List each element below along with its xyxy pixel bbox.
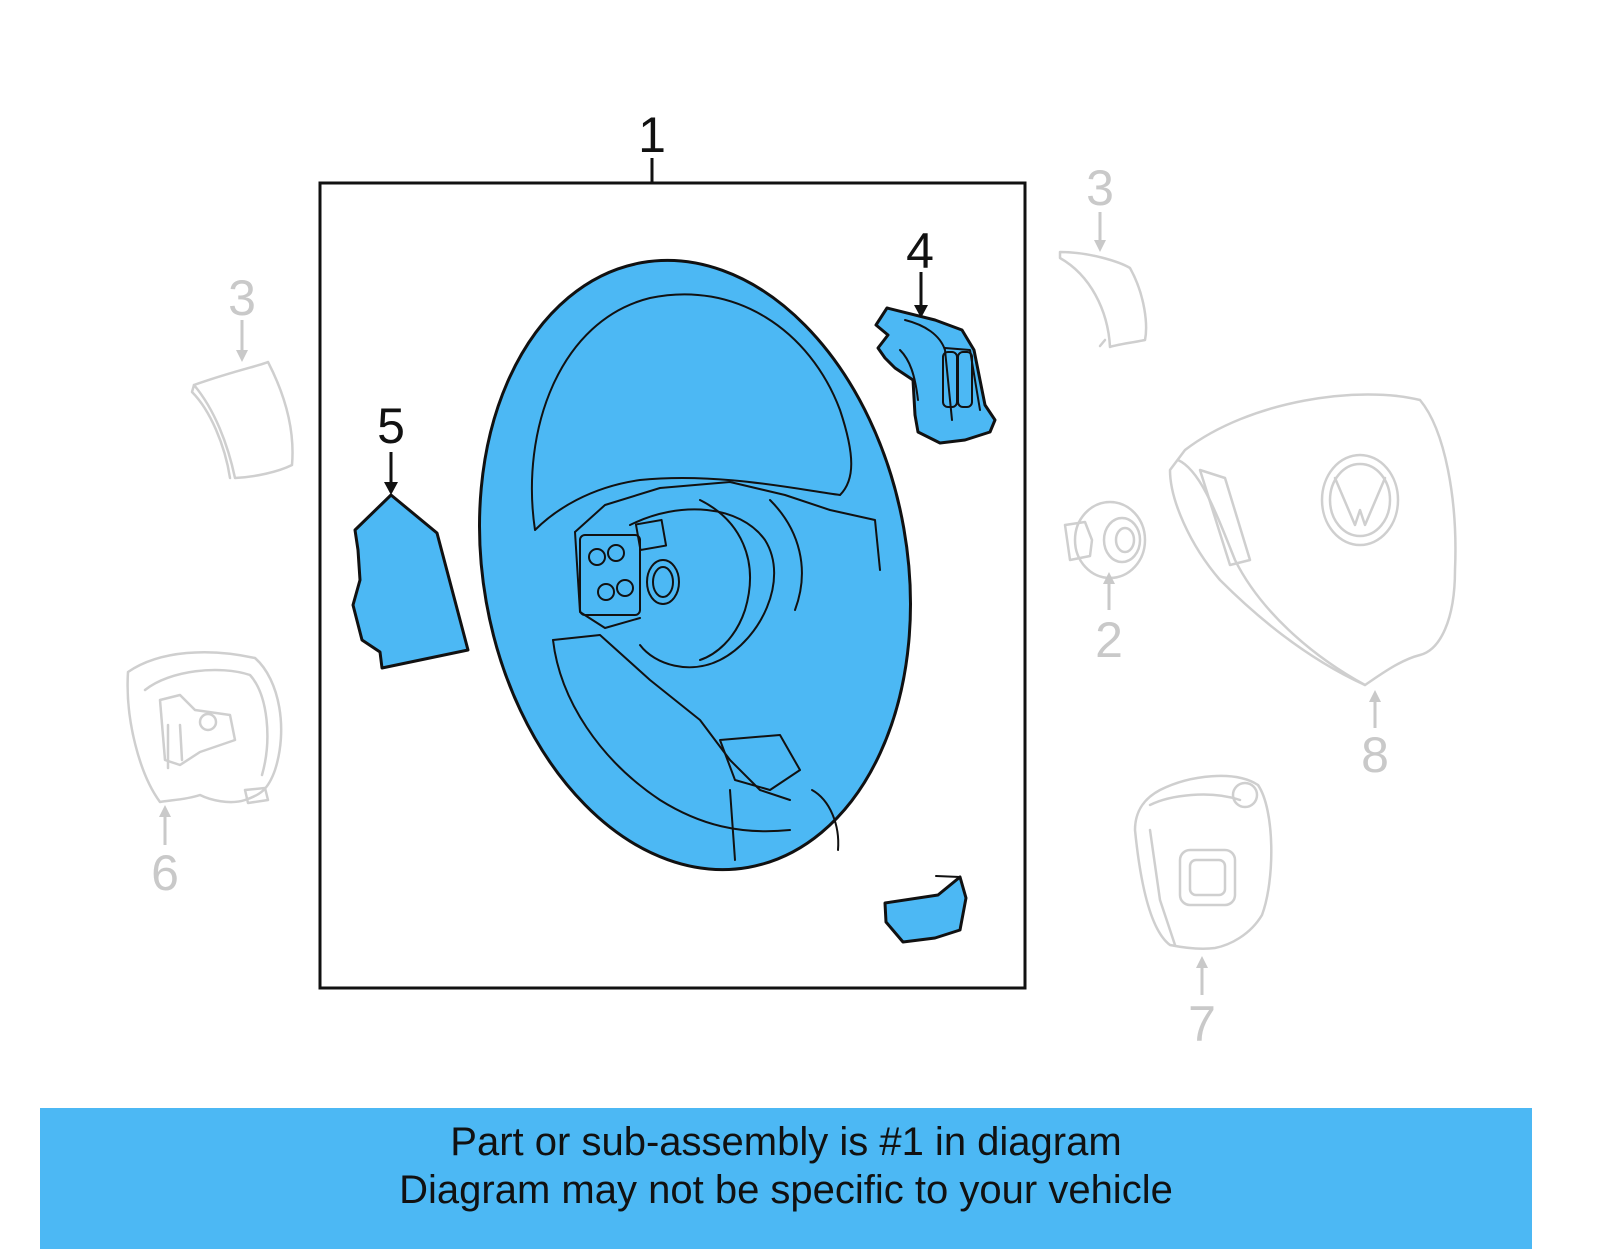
callout-1[interactable]: 1	[638, 107, 666, 183]
info-banner: Part or sub-assembly is #1 in diagram Di…	[40, 1108, 1532, 1249]
callout-8[interactable]: 8	[1361, 690, 1389, 783]
callout-3-right[interactable]: 3	[1086, 160, 1114, 252]
trim-cover-part[interactable]	[883, 875, 968, 944]
callout-7[interactable]: 7	[1188, 956, 1216, 1052]
banner-line-disclaimer: Diagram may not be specific to your vehi…	[399, 1168, 1173, 1212]
lower-cover-part[interactable]	[351, 493, 470, 670]
svg-text:3: 3	[1086, 160, 1114, 216]
trim-cap-right-part[interactable]	[1058, 250, 1148, 349]
steering-switch-part[interactable]	[1133, 774, 1273, 951]
callout-2[interactable]: 2	[1095, 572, 1123, 668]
svg-text:1: 1	[638, 107, 666, 163]
callout-4[interactable]: 4	[906, 223, 934, 318]
airbag-module-part[interactable]	[1168, 393, 1457, 687]
svg-text:5: 5	[377, 398, 405, 454]
bolt-part[interactable]	[1063, 500, 1147, 580]
callout-5[interactable]: 5	[377, 398, 405, 495]
svg-text:3: 3	[228, 270, 256, 326]
banner-line-part-info: Part or sub-assembly is #1 in diagram	[450, 1120, 1122, 1164]
svg-text:8: 8	[1361, 727, 1389, 783]
multifunction-switch-part[interactable]	[874, 306, 997, 445]
steering-wheel-part[interactable]	[433, 226, 957, 904]
svg-text:6: 6	[151, 845, 179, 901]
svg-text:7: 7	[1188, 996, 1216, 1052]
svg-text:4: 4	[906, 223, 934, 279]
trim-cap-left-part[interactable]	[190, 360, 294, 480]
svg-text:2: 2	[1095, 612, 1123, 668]
clock-spring-part[interactable]	[126, 651, 283, 805]
callout-6[interactable]: 6	[151, 805, 179, 901]
callout-3-left[interactable]: 3	[228, 270, 256, 362]
